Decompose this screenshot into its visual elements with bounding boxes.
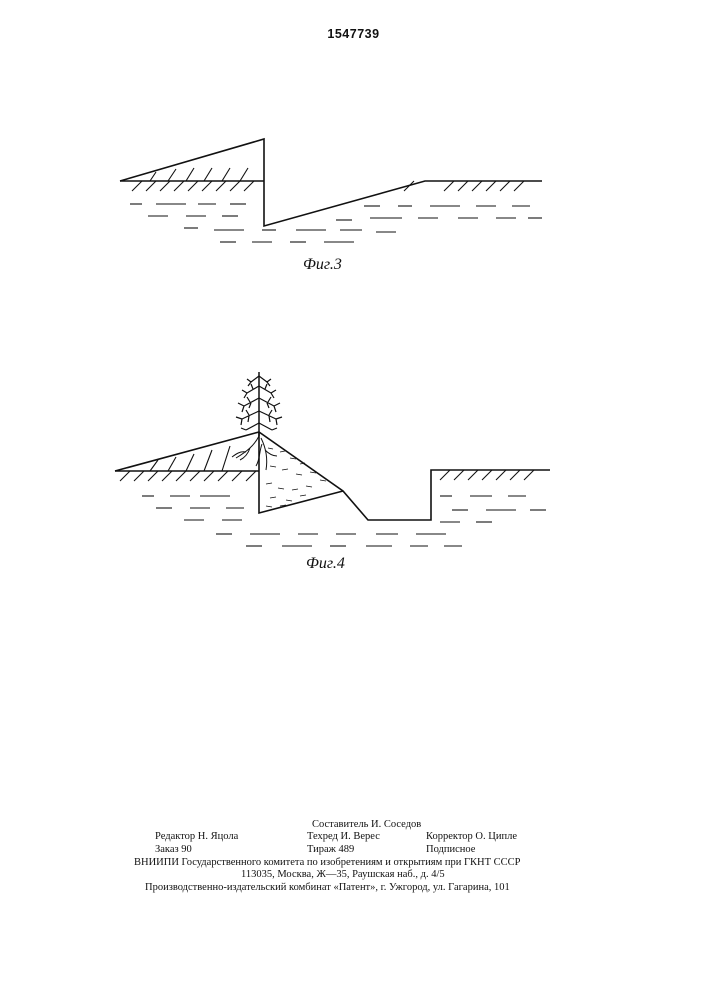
imprint-subscription: Подписное <box>426 843 475 856</box>
fig3-profile-line <box>120 139 542 226</box>
imprint-address: 113035, Москва, Ж—35, Раушская наб., д. … <box>241 868 445 881</box>
patent-number: 1547739 <box>0 27 707 41</box>
fig4-roots <box>232 436 277 470</box>
figure-3-caption: Фиг.3 <box>303 256 342 274</box>
fig3-hatching <box>132 168 524 191</box>
fig4-seedling-tree <box>236 372 282 436</box>
imprint-corrector: Корректор О. Ципле <box>426 830 517 843</box>
imprint-tech-editor: Техред И. Верес <box>307 830 380 843</box>
imprint-order: Заказ 90 <box>155 843 192 856</box>
fig4-hatching <box>120 446 534 481</box>
fig4-groundwater-dashes <box>142 496 546 546</box>
imprint-circulation: Тираж 489 <box>307 843 354 856</box>
figure-4-drawing <box>0 360 707 550</box>
fig3-groundwater-dashes <box>130 204 542 242</box>
figure-3-drawing <box>0 125 707 255</box>
imprint-publisher: Производственно-издательский комбинат «П… <box>145 881 510 894</box>
figure-4-caption: Фиг.4 <box>306 555 345 573</box>
imprint-editor: Редактор Н. Яцола <box>155 830 238 843</box>
fig4-planting-pocket <box>259 432 343 513</box>
